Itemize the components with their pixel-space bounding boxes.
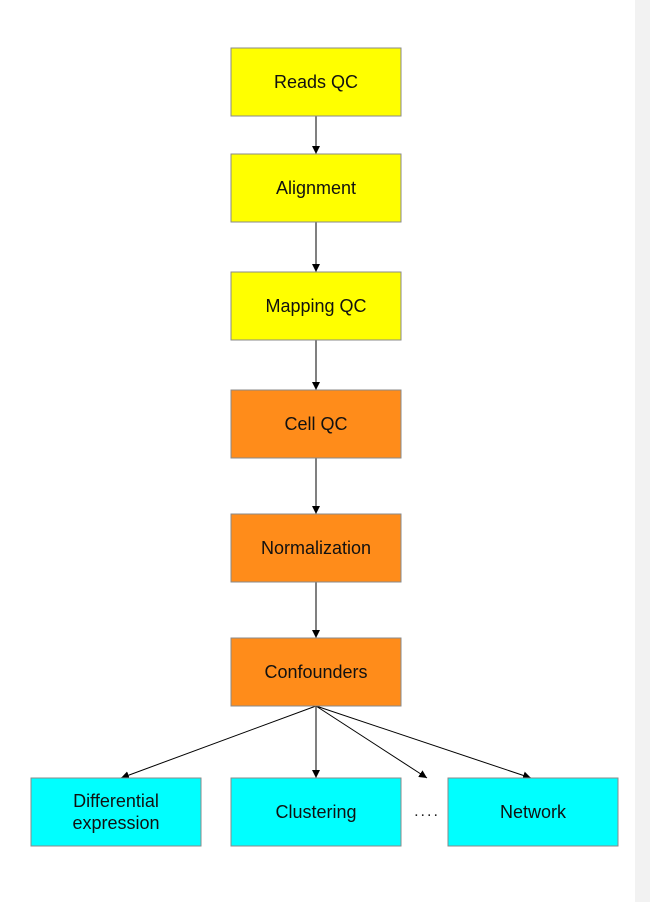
node-label-alignment: Alignment: [276, 178, 356, 198]
node-label-line: Network: [500, 802, 567, 822]
node-confounders: Confounders: [230, 637, 402, 707]
node-box-clustering: [230, 777, 402, 847]
node-label-line: Reads QC: [274, 72, 358, 92]
node-label-clustering: Clustering: [275, 802, 356, 822]
edge-confounders-to-differential-expression: [120, 705, 317, 779]
page-right-margin: [635, 0, 650, 902]
node-box-alignment: [230, 153, 402, 223]
node-mapping-qc: Mapping QC: [230, 271, 402, 341]
node-label-reads-qc: Reads QC: [274, 72, 358, 92]
node-box-differential-expression: [30, 777, 202, 847]
node-label-mapping-qc: Mapping QC: [265, 296, 366, 316]
node-alignment: Alignment: [230, 153, 402, 223]
node-label-line: Normalization: [261, 538, 371, 558]
edge-confounders-to-network: [315, 705, 532, 780]
more-methods-ellipsis: ....: [414, 803, 440, 820]
edge-confounders-to-ellipsis: [315, 705, 428, 779]
node-label-network: Network: [500, 802, 567, 822]
node-label-line: Differential: [73, 791, 159, 811]
node-label-line: Mapping QC: [265, 296, 366, 316]
node-label-cell-qc: Cell QC: [284, 414, 347, 434]
nodes-layer: Reads QC Alignment Mapping QC Cell QC No…: [30, 47, 619, 847]
edges-layer: [120, 116, 532, 780]
node-box-cell-qc: [230, 389, 402, 459]
node-network: Network: [447, 777, 619, 847]
node-box-normalization: [230, 513, 402, 583]
node-box-mapping-qc: [230, 271, 402, 341]
node-cell-qc: Cell QC: [230, 389, 402, 459]
node-label-line: Alignment: [276, 178, 356, 198]
node-label-normalization: Normalization: [261, 538, 371, 558]
node-label-line: expression: [72, 813, 159, 833]
node-label-line: Confounders: [264, 662, 367, 682]
node-box-confounders: [230, 637, 402, 707]
node-box-reads-qc: [230, 47, 402, 117]
node-box-network: [447, 777, 619, 847]
node-label-confounders: Confounders: [264, 662, 367, 682]
node-clustering: Clustering: [230, 777, 402, 847]
pipeline-flowchart: Reads QC Alignment Mapping QC Cell QC No…: [30, 47, 619, 847]
node-label-line: Cell QC: [284, 414, 347, 434]
node-label-line: Clustering: [275, 802, 356, 822]
node-reads-qc: Reads QC: [230, 47, 402, 117]
node-normalization: Normalization: [230, 513, 402, 583]
